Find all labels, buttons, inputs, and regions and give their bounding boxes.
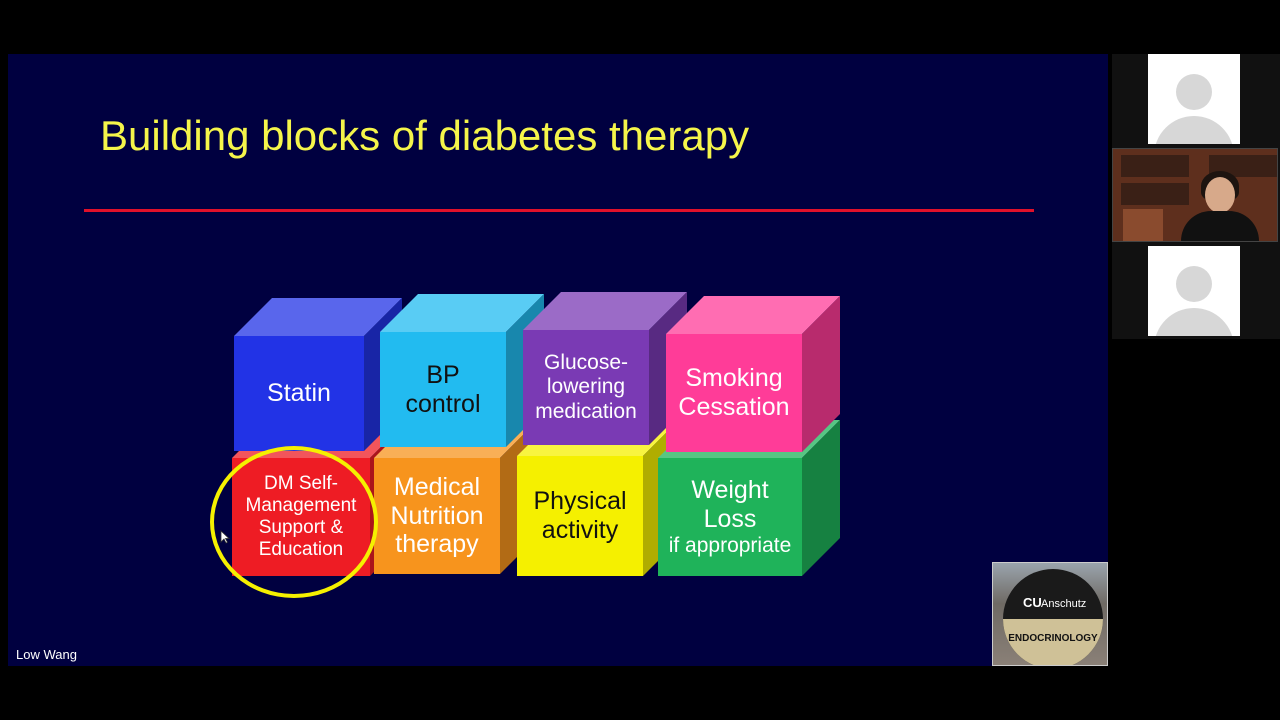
- highlight-circle: [210, 446, 378, 598]
- building-blocks-diagram: [232, 292, 840, 576]
- glucose-lowering-block-top: [523, 292, 687, 330]
- glucose-lowering-label-line: lowering: [546, 375, 626, 399]
- smoking-cessation-label-line: Cessation: [678, 393, 790, 421]
- person-avatar-icon: [1176, 266, 1212, 302]
- logo-disc: CU Anschutz ENDOCRINOLOGY: [1003, 569, 1103, 665]
- person-avatar-icon: [1176, 74, 1212, 110]
- participant-tile-3[interactable]: [1148, 246, 1240, 336]
- bp-control-block-top: [380, 294, 544, 332]
- physical-activity-label-line: Physical: [533, 487, 627, 516]
- physical-activity-block-front: [517, 456, 643, 576]
- bp-control-block-front: [380, 332, 506, 447]
- weight-loss-label-line: Loss: [703, 504, 757, 533]
- participant-tile-camera[interactable]: [1112, 148, 1278, 242]
- presenter-face: [1205, 177, 1235, 213]
- glucose-lowering-block-front: [523, 330, 649, 445]
- endocrinology-logo: CU Anschutz ENDOCRINOLOGY: [992, 562, 1108, 666]
- glucose-lowering-label-line: Glucose-: [543, 351, 629, 375]
- statin-block-top: [234, 298, 402, 336]
- statin-label-line: Statin: [267, 379, 331, 408]
- logo-brand-text: Anschutz: [1041, 598, 1087, 610]
- presentation-slide: Building blocks of diabetes therapy DM S…: [8, 54, 1108, 666]
- logo-department-text: ENDOCRINOLOGY: [1008, 633, 1098, 644]
- participant-tile-1[interactable]: [1148, 54, 1240, 144]
- medical-nutrition-label-line: therapy: [395, 530, 479, 559]
- title-divider: [84, 209, 1034, 212]
- medical-nutrition-label-line: Nutrition: [390, 501, 484, 530]
- statin-block-front: [234, 336, 364, 451]
- speaker-name-label: Low Wang: [16, 647, 77, 662]
- bp-control-label-line: BP: [426, 360, 460, 389]
- smoking-cessation-block-side: [802, 296, 840, 452]
- weight-loss-block-front: [658, 458, 802, 576]
- slide-title: Building blocks of diabetes therapy: [100, 112, 750, 159]
- bp-control-label-line: control: [405, 389, 481, 418]
- physical-activity-label-line: activity: [541, 516, 619, 544]
- smoking-cessation-label-line: Smoking: [685, 364, 783, 393]
- weight-loss-label-line: Weight: [691, 476, 769, 505]
- medical-nutrition-label-line: Medical: [393, 472, 481, 501]
- smoking-cessation-block-top: [666, 296, 840, 334]
- participant-video-panel: [1112, 54, 1280, 339]
- statin-block-label: Statin: [234, 336, 364, 451]
- medical-nutrition-block-front: [374, 458, 500, 574]
- weight-loss-label-line: if appropriate: [668, 533, 792, 557]
- mouse-cursor-icon: [220, 530, 230, 544]
- cu-logo-icon: CU: [1023, 595, 1042, 610]
- glucose-lowering-label-line: medication: [535, 399, 637, 423]
- weight-loss-block-side: [802, 420, 840, 576]
- smoking-cessation-block-front: [666, 334, 802, 452]
